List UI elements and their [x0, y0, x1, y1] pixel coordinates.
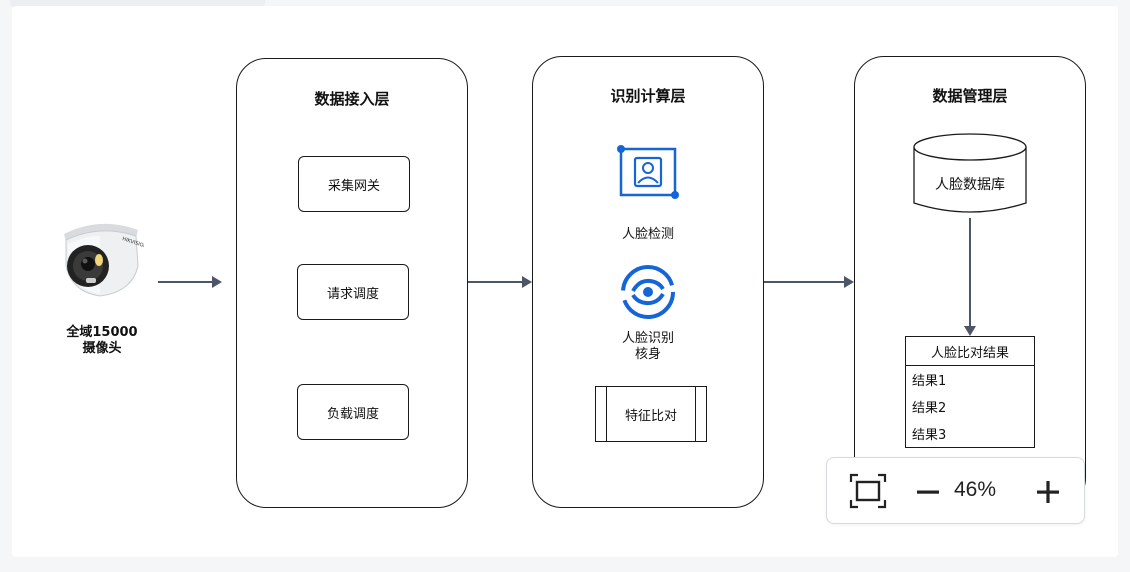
gateway-box: 采集网关: [298, 156, 410, 212]
result-table: 人脸比对结果 结果1 结果2 结果3: [905, 336, 1035, 448]
access-layer: 数据接入层 采集网关 请求调度 负载调度: [236, 58, 468, 508]
compute-layer-title: 识别计算层: [610, 87, 686, 105]
result-row: 结果1: [912, 374, 947, 389]
compute-layer: 识别计算层 人脸检测 人脸识别 核身 特征比对: [532, 56, 764, 508]
load-dispatch-box: 负载调度: [297, 384, 409, 440]
arrow-db-to-results: [964, 218, 976, 336]
zoom-toolbar: 46%: [826, 457, 1085, 524]
dome-camera-icon: HIKVISION: [64, 223, 144, 297]
result-row: 结果3: [912, 428, 947, 443]
result-table-header: 人脸比对结果: [906, 337, 1034, 366]
face-verify-label-line2: 核身: [634, 347, 661, 362]
request-dispatch-box: 请求调度: [297, 264, 409, 320]
access-layer-title: 数据接入层: [314, 90, 390, 108]
camera-label: 全域15000 摄像头: [42, 325, 162, 357]
face-detect-icon: [617, 145, 679, 199]
face-detect-label: 人脸检测: [621, 227, 674, 242]
camera-label-line2: 摄像头: [82, 341, 122, 356]
arrow-access-to-compute: [468, 276, 532, 288]
management-layer-title: 数据管理层: [932, 87, 1008, 105]
result-row: 结果2: [912, 401, 947, 416]
minus-icon[interactable]: [916, 480, 940, 504]
top-tab-shadow: [10, 0, 265, 8]
camera-label-line1: 全域15000: [66, 325, 138, 340]
feature-compare-box: 特征比对: [595, 386, 707, 442]
database-label: 人脸数据库: [935, 177, 1005, 193]
face-verify-label: 人脸识别 核身: [533, 331, 763, 363]
fit-to-screen-icon[interactable]: [849, 473, 887, 509]
camera-node: HIKVISION 全域15000 摄像头: [52, 212, 152, 356]
arrow-compute-to-management: [764, 276, 854, 288]
management-layer: 数据管理层 人脸数据库 人脸比对结果 结果1 结果2 结果3: [854, 56, 1086, 508]
arrow-camera-to-access: [158, 276, 222, 288]
database-cylinder: [913, 133, 1027, 213]
face-recognition-icon: [621, 265, 675, 319]
zoom-level: 46%: [954, 478, 997, 501]
plus-icon[interactable]: [1036, 480, 1060, 504]
face-verify-label-line1: 人脸识别: [621, 331, 674, 346]
